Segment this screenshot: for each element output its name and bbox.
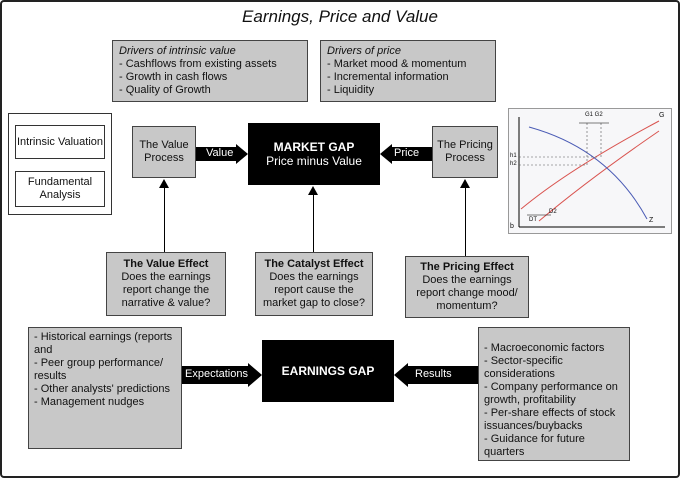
graph-label-d2: D2 (549, 209, 557, 215)
pricing-effect-title: The Pricing Effect (420, 261, 514, 273)
market-gap-title: MARKET GAP (273, 140, 355, 154)
results-arrow (394, 363, 478, 387)
drivers-value-item: - Growth in cash flows (119, 71, 228, 83)
catalyst-effect-text: Does the earnings report cause the marke… (262, 271, 366, 309)
value-effect-box: The Value Effect Does the earnings repor… (106, 252, 226, 316)
pricing-process-box: The Pricing Process (432, 126, 498, 178)
graph-label-right: G (659, 112, 665, 119)
price-arrow-label: Price (394, 147, 420, 159)
graph-label-top: G1 G2 (585, 112, 603, 118)
results-item: - Macroeconomic factors (484, 342, 605, 354)
expectations-arrow (182, 363, 262, 387)
drivers-value-item: - Quality of Growth (119, 84, 211, 96)
earnings-gap-box: EARNINGS GAP (262, 340, 394, 402)
value-effect-title: The Value Effect (123, 258, 209, 270)
graph-label-dt: DT (529, 217, 537, 223)
results-arrow-label: Results (415, 368, 452, 380)
catalyst-effect-arrowhead (308, 186, 318, 195)
expectations-item: - Management nudges (34, 396, 145, 408)
pricing-effect-arrowhead (460, 179, 470, 188)
value-arrow-label: Value (206, 147, 234, 159)
results-item: - Company performance on growth, profita… (484, 381, 618, 406)
drivers-value-header: Drivers of intrinsic value (119, 45, 236, 57)
value-arrow (196, 144, 248, 164)
drivers-value-item: - Cashflows from existing assets (119, 58, 277, 70)
catalyst-effect-connector (313, 194, 314, 252)
fundamental-analysis-box: Fundamental Analysis (15, 171, 105, 207)
value-effect-arrowhead (159, 179, 169, 188)
drivers-value-box: Drivers of intrinsic value - Cashflows f… (112, 40, 308, 102)
price-arrow (380, 144, 432, 164)
diagram-title: Earnings, Price and Value (242, 7, 438, 26)
market-gap-subtitle: Price minus Value (266, 154, 362, 168)
results-item: - Per-share effects of stock issuances/b… (484, 407, 616, 432)
graph-label-b: b (510, 223, 514, 230)
graph-label-z: Z (649, 217, 654, 224)
graph-label-h1: h1 (510, 153, 517, 159)
graph-label-h2: h2 (510, 161, 517, 167)
pricing-effect-text: Does the earnings report change mood/ mo… (416, 274, 518, 312)
drivers-price-header: Drivers of price (327, 45, 401, 57)
drivers-price-item: - Incremental information (327, 71, 449, 83)
drivers-price-box: Drivers of price - Market mood & momentu… (320, 40, 496, 102)
expectations-item: - Peer group performance/ results (34, 357, 164, 382)
expectations-item: - Historical earnings (reports and (34, 331, 173, 356)
value-effect-connector (164, 186, 165, 252)
results-item: - Guidance for future quarters (484, 433, 585, 458)
catalyst-effect-title: The Catalyst Effect (264, 258, 364, 270)
drivers-price-item: - Liquidity (327, 84, 375, 96)
pricing-effect-connector (465, 186, 466, 256)
graph-image: G1 G2 G h1 h2 DT D2 b Z (508, 108, 672, 234)
pricing-effect-box: The Pricing Effect Does the earnings rep… (405, 256, 529, 318)
expectations-item: - Other analysts' predictions (34, 383, 170, 395)
value-process-box: The Value Process (132, 126, 196, 178)
market-gap-box: MARKET GAP Price minus Value (248, 123, 380, 185)
catalyst-effect-box: The Catalyst Effect Does the earnings re… (255, 252, 373, 316)
results-item: - Sector-specific considerations (484, 355, 563, 380)
value-effect-text: Does the earnings report change the narr… (121, 271, 211, 309)
expectations-box: - Historical earnings (reports and - Pee… (28, 327, 182, 449)
results-box: - Macroeconomic factors - Sector-specifi… (478, 327, 630, 461)
expectations-arrow-label: Expectations (185, 368, 248, 380)
drivers-price-item: - Market mood & momentum (327, 58, 467, 70)
intrinsic-valuation-box: Intrinsic Valuation (15, 125, 105, 159)
left-panel: Intrinsic Valuation Fundamental Analysis (8, 113, 112, 215)
